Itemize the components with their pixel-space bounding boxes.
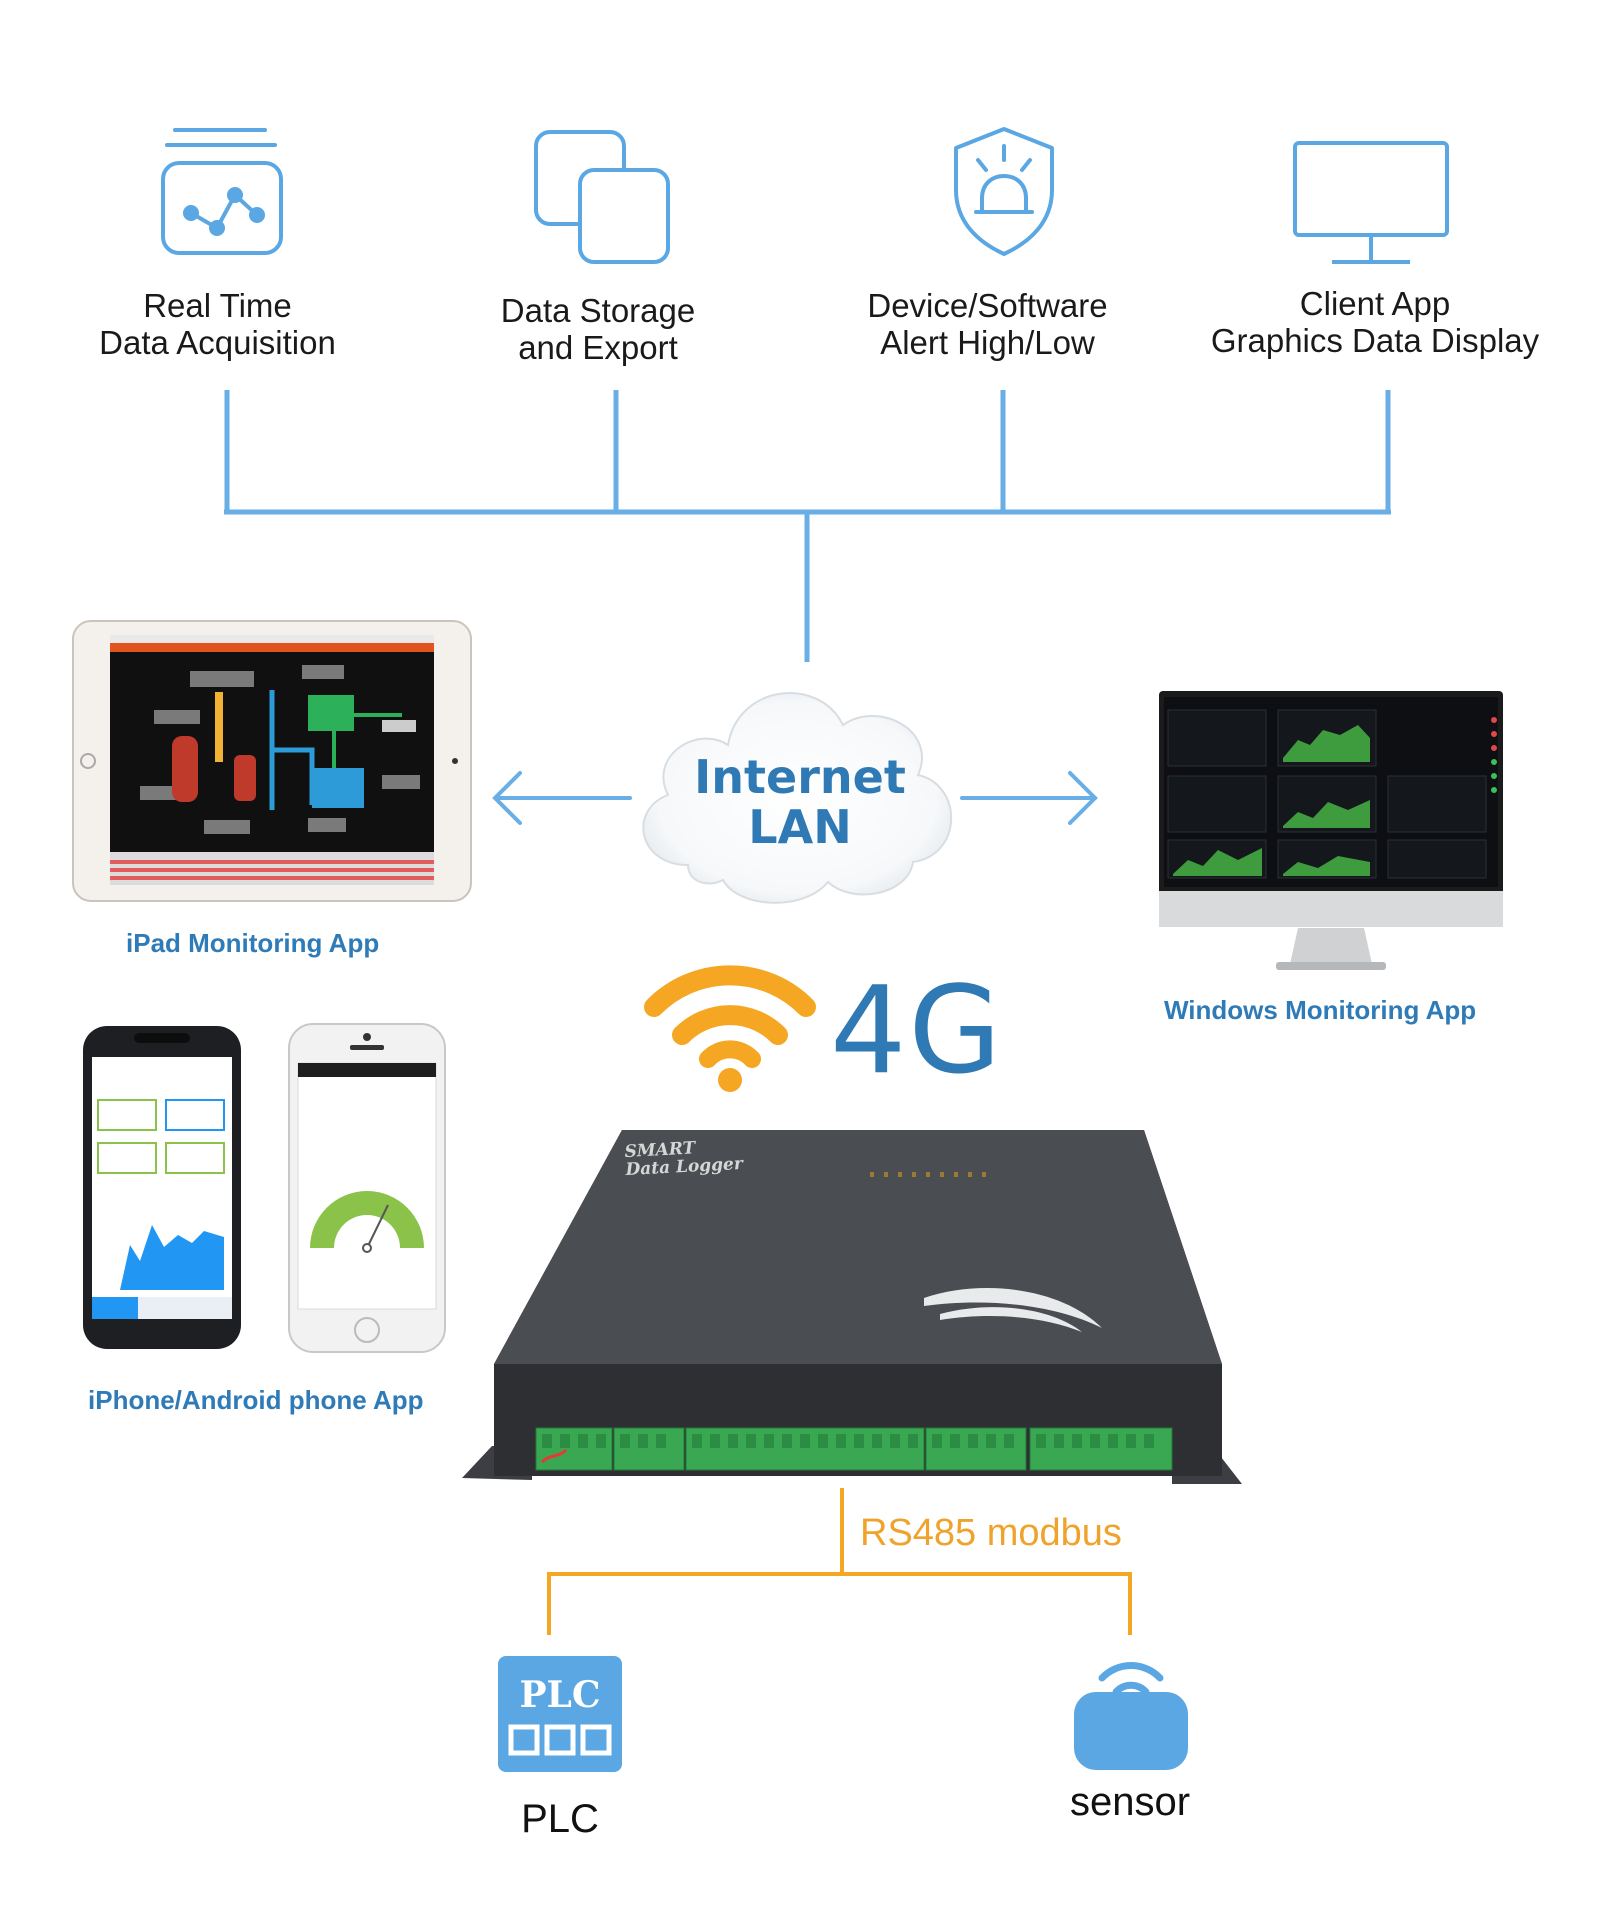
cloud-label: Internet LAN bbox=[680, 752, 920, 852]
cloud-line-internet: Internet bbox=[694, 750, 906, 804]
cloud-line-lan: LAN bbox=[748, 800, 852, 854]
feature-label-storage: Data Storage and Export bbox=[448, 292, 748, 366]
4g-label: 4G bbox=[830, 962, 1004, 1101]
feature-line: and Export bbox=[518, 329, 678, 366]
device-brand: SMART Data Logger bbox=[624, 1137, 743, 1180]
monitor-icon bbox=[1293, 141, 1449, 264]
arrows bbox=[492, 771, 1098, 825]
ipad-device bbox=[72, 620, 472, 902]
plc-label: PLC bbox=[521, 1797, 599, 1841]
feature-line: Real Time bbox=[143, 287, 292, 324]
windows-monitor bbox=[1159, 691, 1503, 970]
ipad-app-caption: iPad Monitoring App bbox=[126, 928, 380, 958]
wifi-icon bbox=[644, 965, 816, 1092]
phone-app-caption: iPhone/Android phone App bbox=[88, 1385, 424, 1415]
feature-line: Data Storage bbox=[500, 292, 696, 329]
rs485-label: RS485 modbus bbox=[860, 1512, 1122, 1554]
data-logger-device bbox=[462, 1130, 1242, 1484]
alarm-shield-icon bbox=[954, 127, 1054, 256]
iphone-black bbox=[83, 1026, 241, 1349]
feature-line: Graphics Data Display bbox=[1210, 322, 1540, 359]
sensor-icon bbox=[1074, 1662, 1188, 1770]
feature-line: Data Acquisition bbox=[99, 324, 336, 361]
feature-label-display: Client App Graphics Data Display bbox=[1170, 285, 1580, 359]
data-acquisition-icon bbox=[161, 128, 283, 255]
feature-line: Device/Software bbox=[867, 287, 1108, 324]
cloud-icon bbox=[642, 692, 953, 904]
feature-line: Client App bbox=[1299, 285, 1451, 322]
rs485-wiring bbox=[547, 1488, 1132, 1635]
feature-label-alert: Device/Software Alert High/Low bbox=[830, 287, 1145, 361]
windows-app-caption: Windows Monitoring App bbox=[1164, 995, 1477, 1025]
data-storage-icon bbox=[534, 130, 670, 264]
plc-icon-text: PLC bbox=[519, 1674, 600, 1716]
plc-icon: PLC bbox=[498, 1656, 622, 1772]
sensor-label: sensor bbox=[1069, 1780, 1191, 1824]
feature-label-acquisition: Real Time Data Acquisition bbox=[60, 287, 375, 361]
feature-line: Alert High/Low bbox=[880, 324, 1095, 361]
iphone-white bbox=[288, 1023, 446, 1353]
